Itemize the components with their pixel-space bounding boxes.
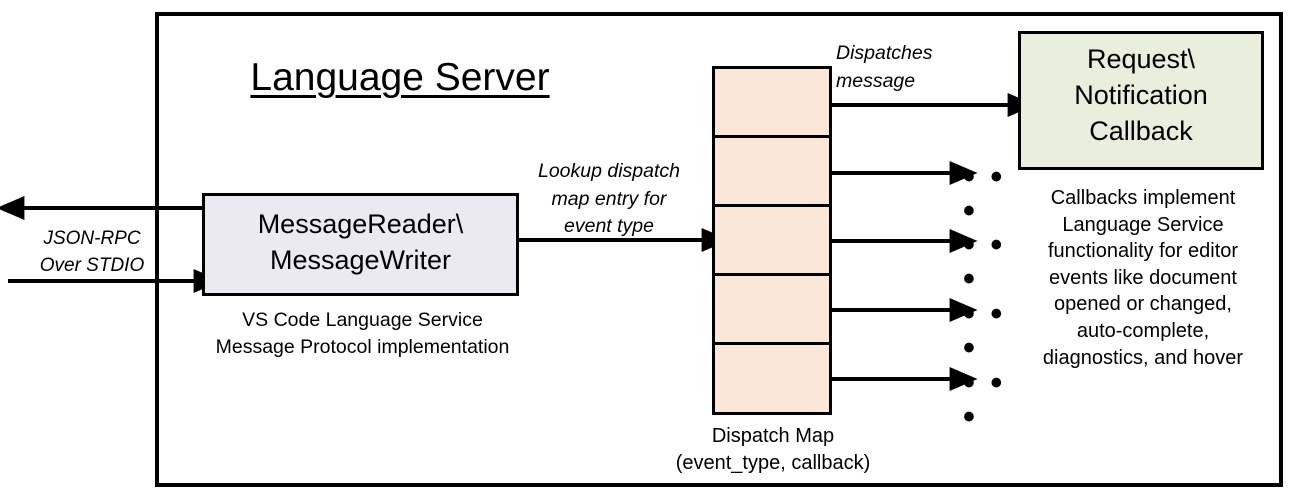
message-io-line-2: MessageWriter [269,245,452,276]
dispatch-caption-line-1: Dispatch Map [711,425,835,447]
message-reader-writer-caption: VS Code Language Service Message Protoco… [190,307,535,361]
lookup-line-3: event type [564,215,654,238]
callback-line-3: Callback [1089,116,1193,147]
jsonrpc-channel-label: JSON-RPC Over STDIO [22,226,162,280]
ellipsis-row-2: • • • [963,158,1006,230]
ellipsis-row-5: • • • [963,364,1006,436]
lookup-line-1: Lookup dispatch [537,160,681,182]
message-io-caption-line-2: Message Protocol implementation [215,335,510,358]
dispatches-message-label: Dispatches message [836,40,996,95]
callback-caption-line-7: diagnostics, and hover [1042,346,1244,369]
dispatch-map-row-4[interactable] [715,276,829,345]
request-notification-callback-box[interactable] [1018,31,1264,170]
dispatch-map-caption: Dispatch Map (event_type, callback) [650,423,896,477]
callback-line-2: Notification [1074,80,1208,111]
jsonrpc-line-2: Over STDIO [39,254,145,276]
callback-caption-line-1: Callbacks implement [1050,187,1236,209]
dispatch-caption-line-2: (event_type, callback) [675,452,871,475]
ellipsis-row-3: • • • [963,226,1006,298]
callback-caption-line-4: events like document [1049,266,1237,289]
dispatch-map-row-5[interactable] [715,345,829,412]
page-title: Language Server [250,56,550,99]
callback-line-1: Request\ [1086,44,1196,74]
lookup-dispatch-label: Lookup dispatch map entry for event type [516,158,702,241]
message-io-caption-line-1: VS Code Language Service [242,309,483,331]
request-notification-callback-label: Request\ Notification Callback [1018,41,1264,150]
callback-caption-line-5: opened or changed, [1054,293,1232,316]
language-server-container [155,12,1283,487]
message-io-line-1: MessageReader\ [257,209,464,239]
message-reader-writer-box[interactable] [202,193,519,296]
callback-caption: Callbacks implement Language Service fun… [1010,185,1276,371]
callback-caption-line-2: Language Service [1062,213,1224,236]
lookup-line-2: map entry for [551,187,667,210]
jsonrpc-line-1: JSON-RPC [43,228,141,249]
callback-caption-line-6: auto-complete, [1076,319,1210,342]
dispatches-line-2: message [836,69,916,92]
dispatch-map-row-3[interactable] [715,207,829,276]
ellipsis-row-4: • • • [963,295,1006,367]
dispatch-map-row-1[interactable] [715,69,829,138]
dispatches-line-1: Dispatches [836,42,933,64]
dispatch-map-row-2[interactable] [715,138,829,207]
message-reader-writer-label: MessageReader\ MessageWriter [202,206,519,279]
dispatch-map-table[interactable] [712,66,832,415]
callback-caption-line-3: functionality for editor [1047,240,1239,263]
